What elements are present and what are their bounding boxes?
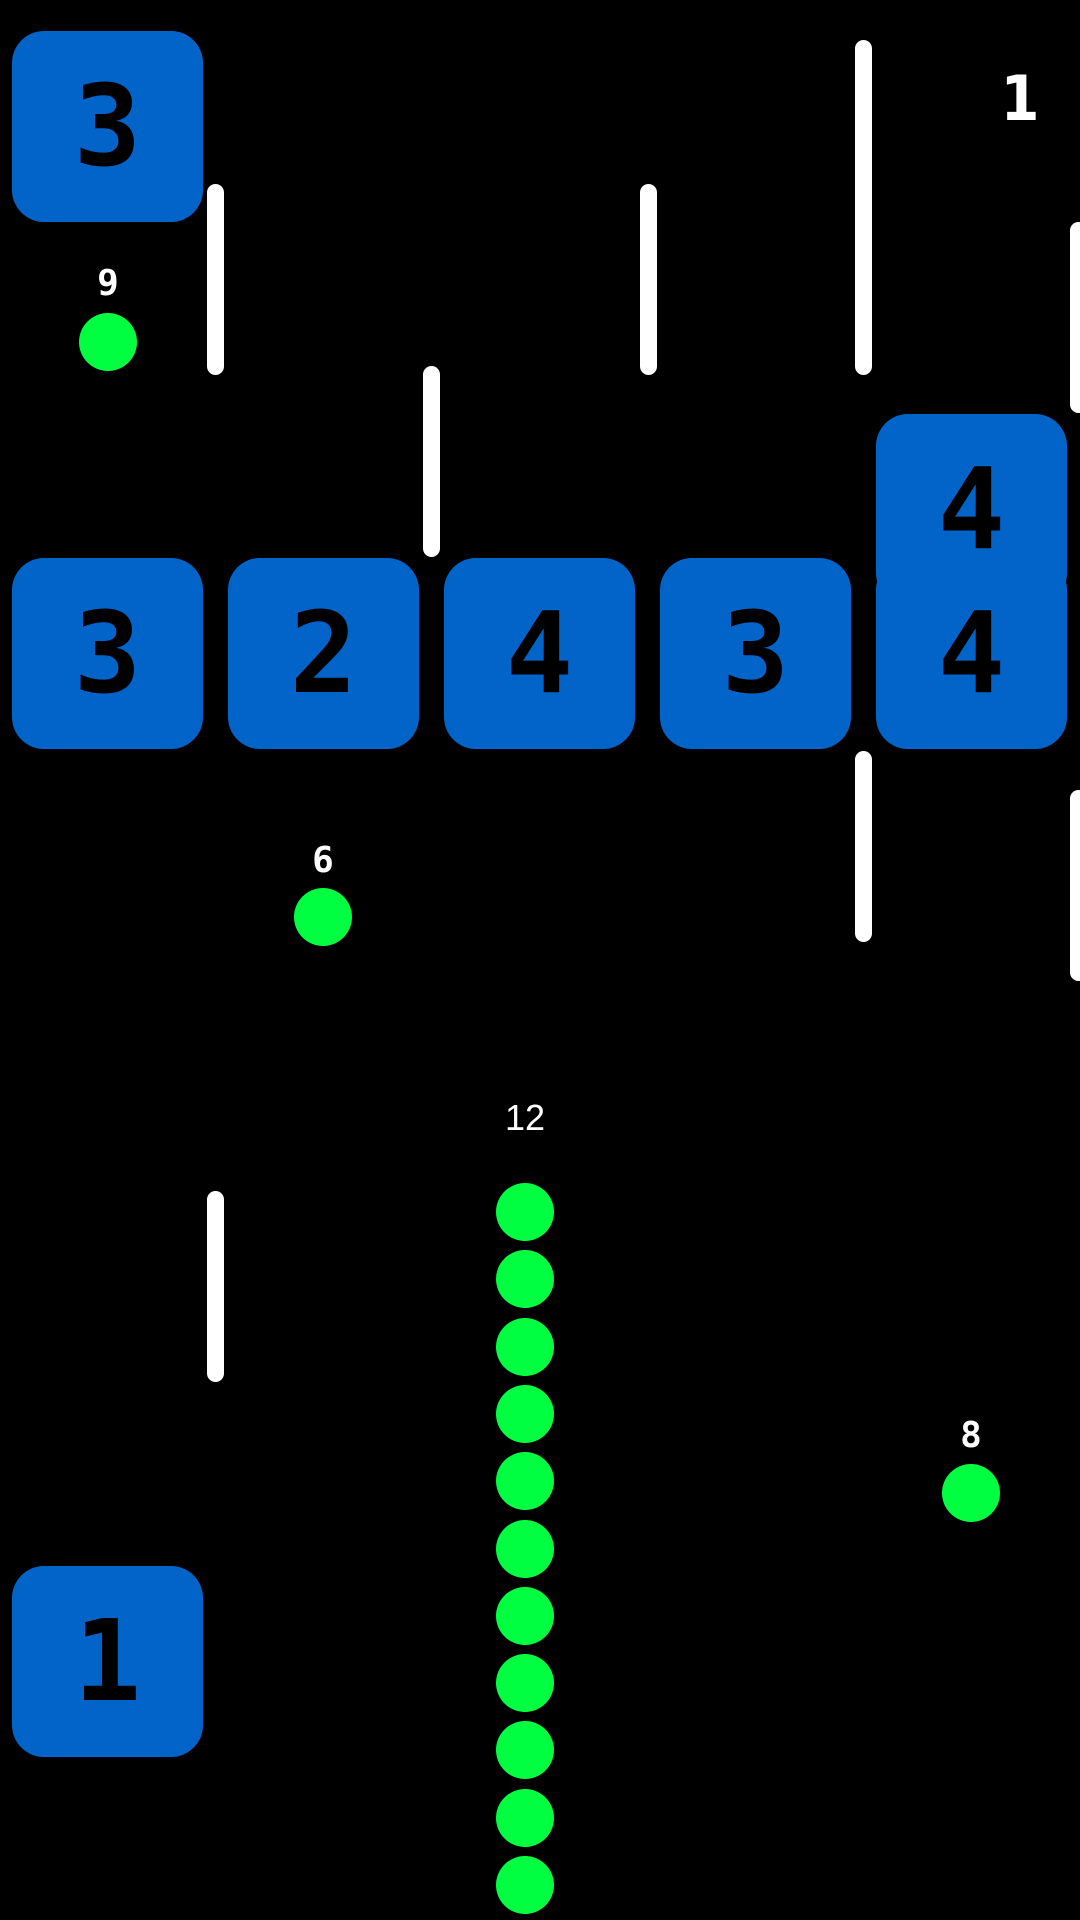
number-block: 3 <box>12 558 203 749</box>
snake-segment <box>496 1721 554 1780</box>
pickup-label: 8 <box>960 1415 982 1456</box>
pickup-label: 9 <box>97 263 119 304</box>
snake-length-label: 12 <box>504 1097 546 1138</box>
snake-head <box>496 1183 554 1241</box>
score-counter: 1 <box>1000 62 1040 135</box>
number-block: 4 <box>444 558 635 749</box>
snake-segment <box>496 1586 554 1645</box>
wall-bar <box>207 184 224 375</box>
block-value: 1 <box>73 1596 142 1727</box>
snake-segment <box>496 1250 554 1309</box>
block-value: 4 <box>937 444 1006 575</box>
number-block: 1 <box>12 1566 203 1757</box>
snake-segment <box>496 1317 554 1376</box>
snake-segment <box>496 1654 554 1713</box>
pickup-label: 6 <box>312 840 334 881</box>
number-block: 3 <box>12 31 203 222</box>
wall-bar <box>207 1191 224 1382</box>
block-value: 3 <box>73 61 142 192</box>
block-value: 4 <box>505 588 574 719</box>
wall-bar <box>1070 222 1080 413</box>
number-block: 2 <box>228 558 419 749</box>
pickup-ball <box>294 888 352 946</box>
block-value: 3 <box>73 588 142 719</box>
wall-bar <box>640 184 657 375</box>
number-block: 4 <box>876 558 1067 749</box>
snake-segment <box>496 1384 554 1443</box>
block-value: 4 <box>937 588 1006 719</box>
wall-bar <box>1070 790 1080 981</box>
snake-segment <box>496 1452 554 1511</box>
number-block: 3 <box>660 558 851 749</box>
wall-bar <box>423 366 440 557</box>
snake-segment <box>496 1788 554 1847</box>
wall-bar <box>855 751 872 942</box>
wall-bar <box>855 40 872 375</box>
block-value: 3 <box>721 588 790 719</box>
pickup-ball <box>79 313 137 371</box>
snake-segment <box>496 1519 554 1578</box>
snake-segment <box>496 1856 554 1914</box>
block-value: 2 <box>289 588 358 719</box>
pickup-ball <box>942 1464 1000 1522</box>
